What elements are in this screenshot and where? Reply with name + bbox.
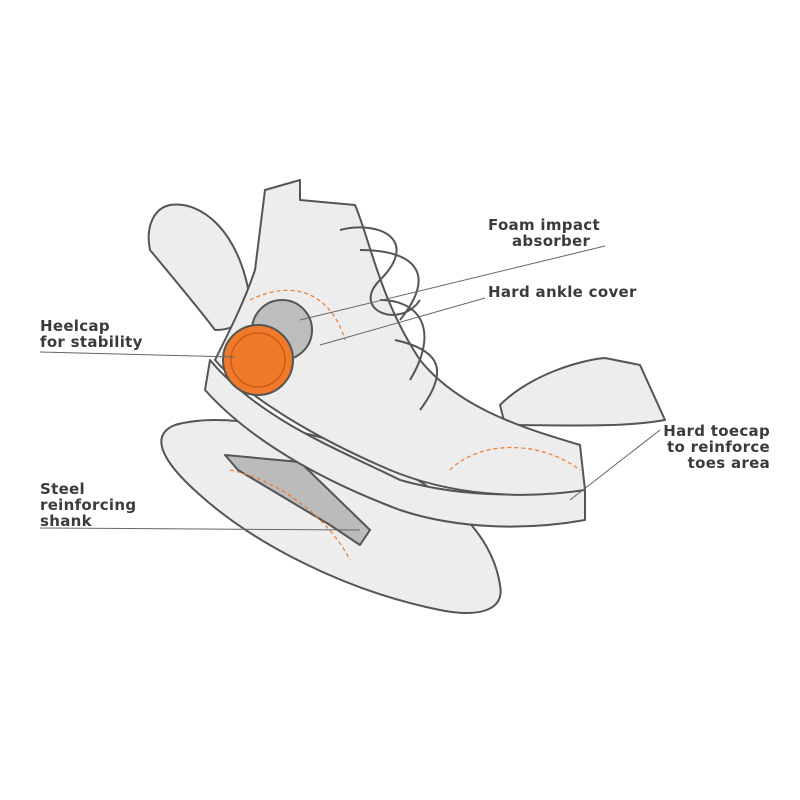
heelcap (222, 324, 294, 396)
label-line: Hard toecap (663, 422, 770, 440)
label-hard-toecap: Hard toecap to reinforce toes area (663, 423, 770, 471)
label-line: Hard ankle cover (488, 283, 637, 301)
toecap (499, 357, 666, 427)
label-line: absorber (512, 232, 591, 250)
upper (214, 179, 586, 496)
sole (204, 359, 586, 528)
laces (339, 226, 439, 411)
label-line: reinforcing (40, 496, 137, 514)
label-line: Steel (40, 480, 85, 498)
label-foam-impact-absorber: Foam impact absorber (488, 217, 600, 249)
label-line: Heelcap (40, 317, 110, 335)
label-heelcap: Heelcap for stability (40, 318, 143, 350)
label-line: shank (40, 512, 92, 530)
label-line: Foam impact (488, 216, 600, 234)
label-line: for stability (40, 333, 143, 351)
label-steel-shank: Steel reinforcing shank (40, 481, 136, 529)
label-line: toes area (687, 454, 770, 472)
label-hard-ankle-cover: Hard ankle cover (488, 284, 637, 300)
heel-counter (147, 203, 251, 331)
label-line: to reinforce (667, 438, 770, 456)
